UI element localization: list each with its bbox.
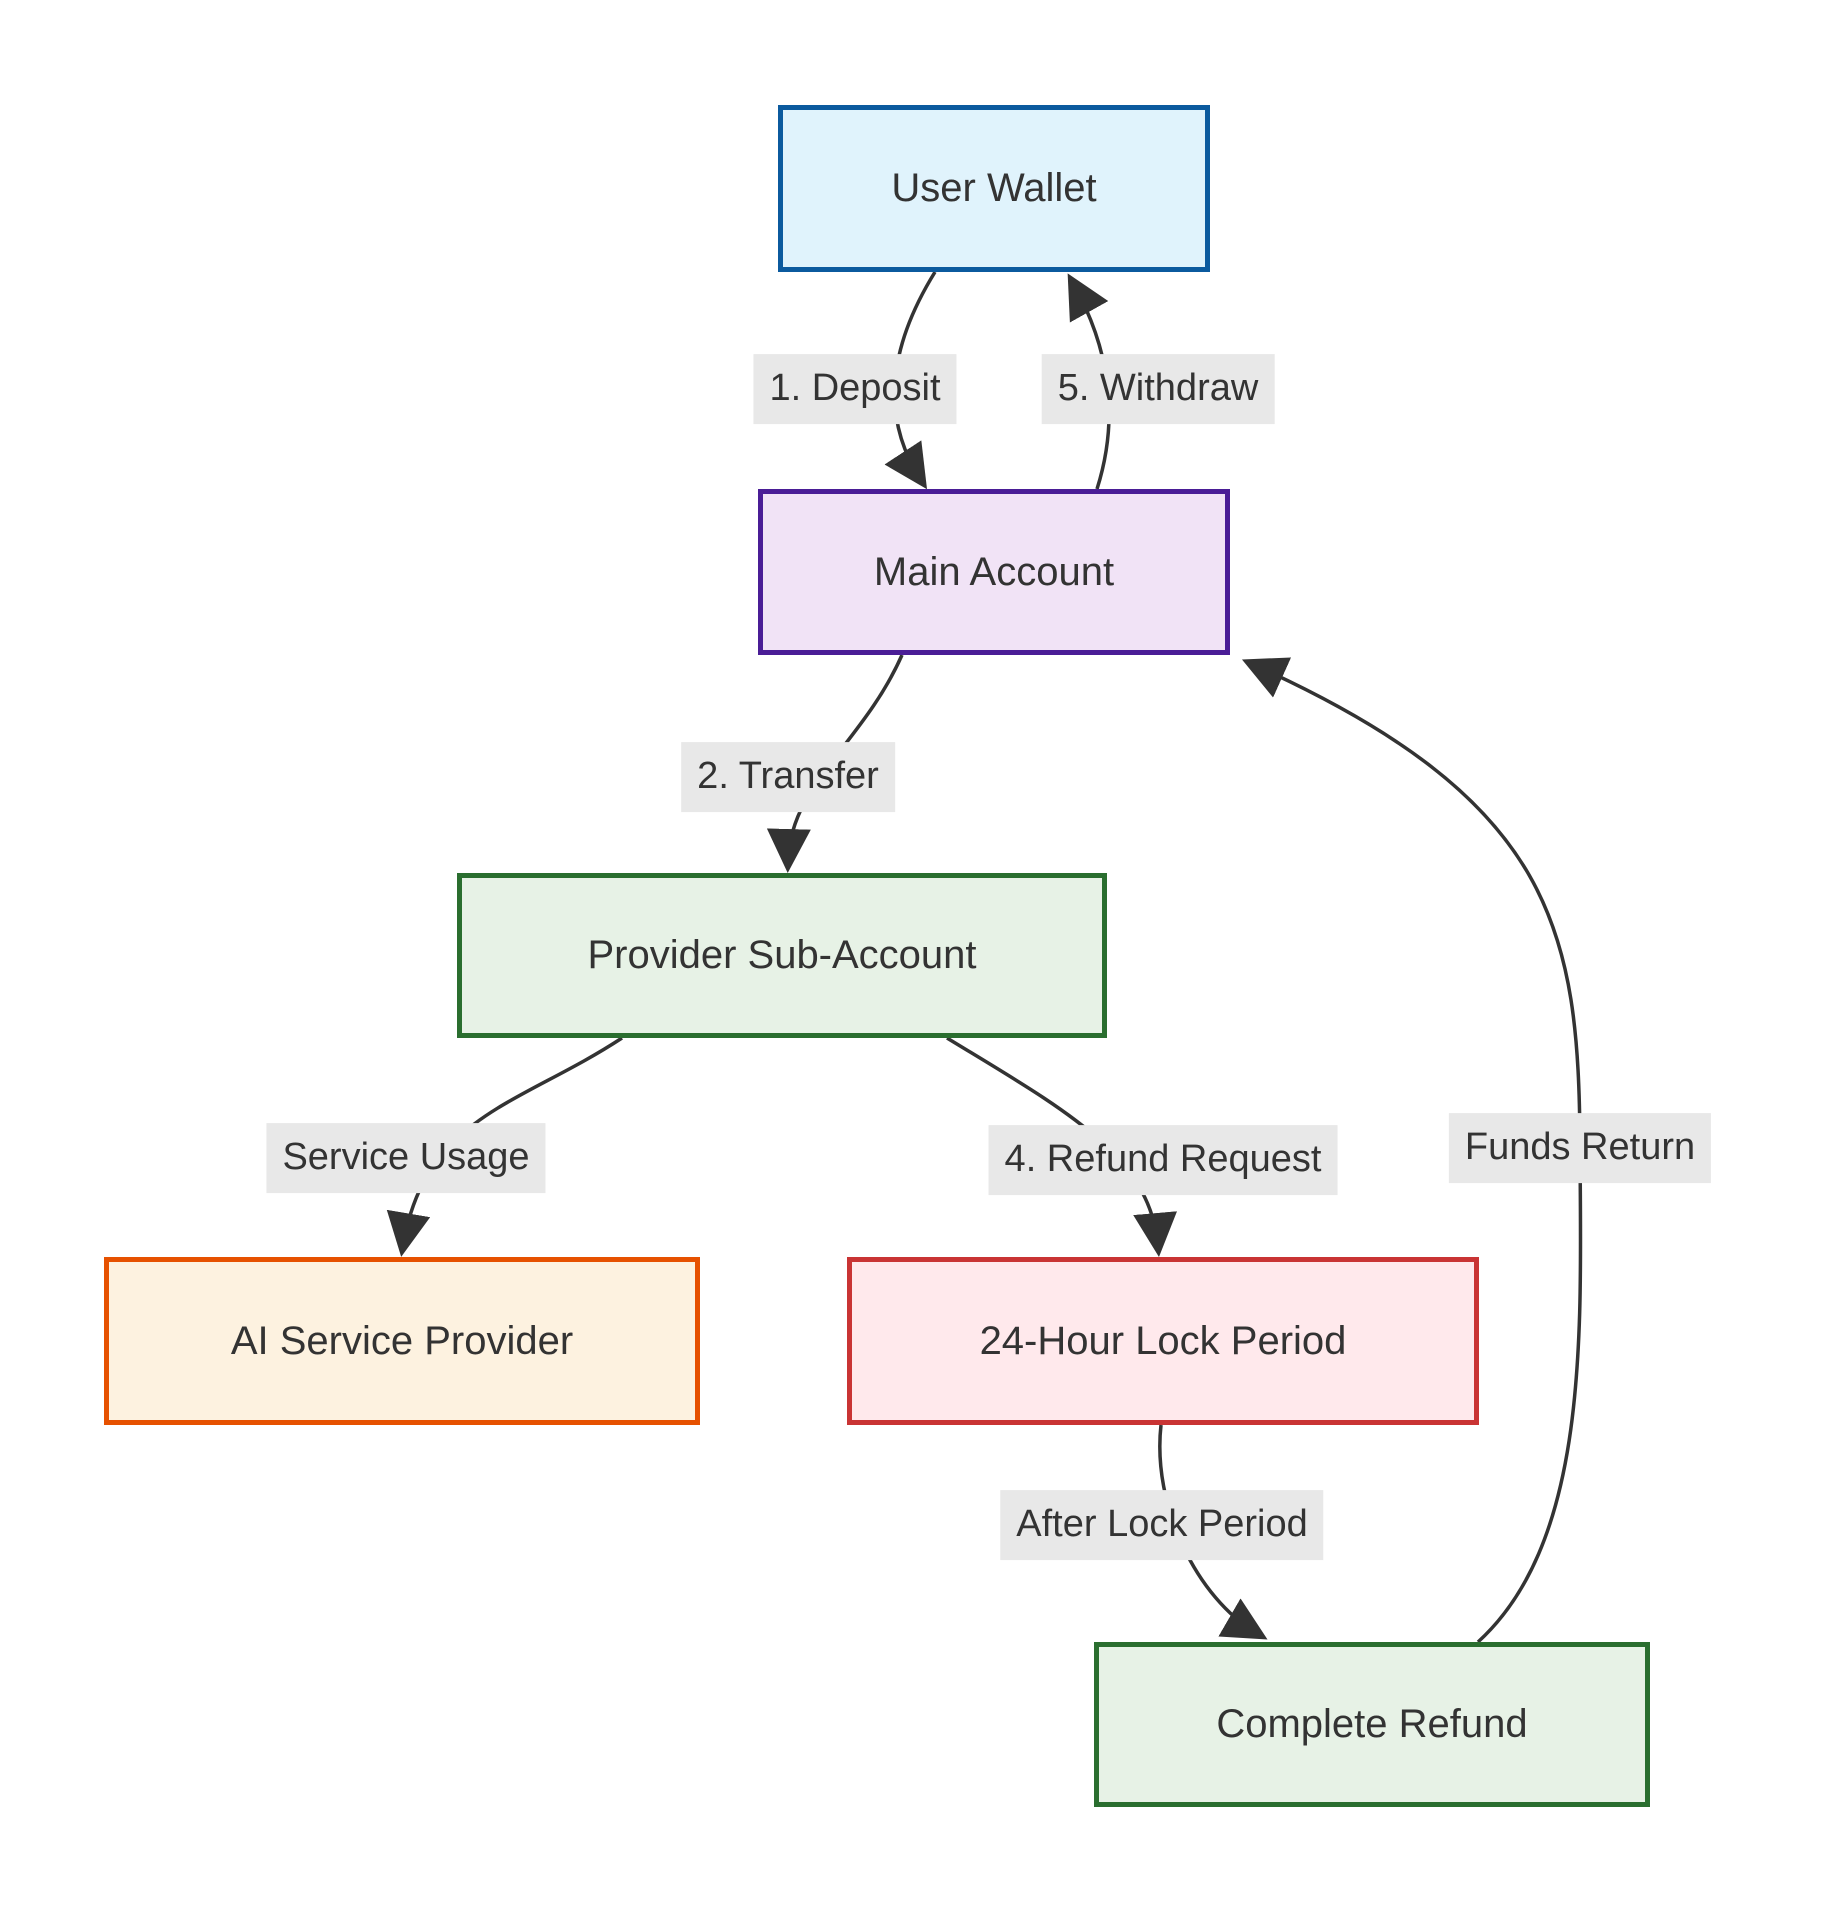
edge-label-funds-return: Funds Return [1448,1113,1712,1183]
edge-label-refund-request: 4. Refund Request [988,1125,1338,1195]
edge-service-usage [386,1036,623,1257]
node-user-wallet-label: User Wallet [891,166,1097,210]
node-ai-service-provider-label: AI Service Provider [230,1318,574,1363]
node-main-account: Main Account [758,489,1230,655]
node-lock-period-label: 24-Hour Lock Period [979,1318,1347,1363]
edge-label-transfer: 2. Transfer [681,742,895,812]
node-provider-sub-account-label: Provider Sub-Account [587,933,977,977]
node-user-wallet: User Wallet [778,105,1210,272]
edge-label-service-usage: Service Usage [266,1123,546,1193]
edge-label-deposit: 1. Deposit [753,354,957,424]
node-complete-refund: Complete Refund [1094,1642,1650,1807]
node-main-account-label: Main Account [873,549,1115,594]
node-provider-sub-account: Provider Sub-Account [457,873,1107,1038]
node-lock-period: 24-Hour Lock Period [847,1257,1479,1425]
edge-label-after-lock-period: After Lock Period [1000,1490,1324,1560]
edge-label-withdraw: 5. Withdraw [1041,354,1275,424]
node-complete-refund-label: Complete Refund [1216,1702,1528,1746]
node-ai-service-provider: AI Service Provider [104,1257,700,1425]
